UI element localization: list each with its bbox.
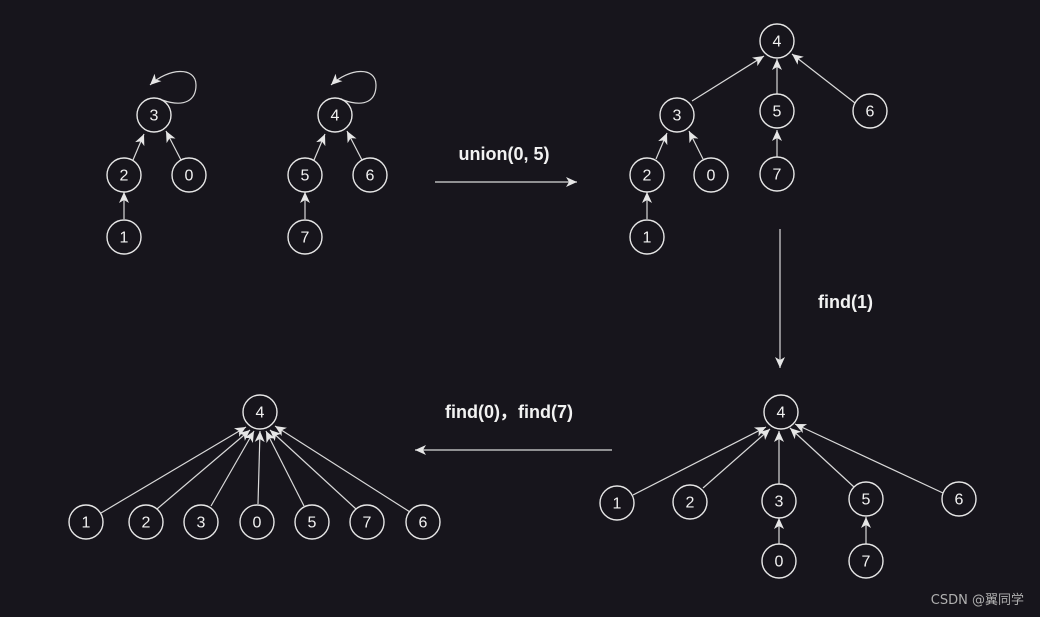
node-4-label: 4 <box>331 108 340 125</box>
edge-0-to-3 <box>688 130 704 160</box>
edge-0-to-3 <box>165 130 182 161</box>
node-7: 7 <box>349 504 385 540</box>
edge-2-to-3 <box>655 132 668 160</box>
node-1-label: 1 <box>82 515 91 532</box>
node-1: 1 <box>629 219 665 255</box>
node-7: 7 <box>848 543 884 579</box>
node-4: 4 <box>317 97 353 133</box>
node-4-label: 4 <box>256 405 265 422</box>
edge-3-to-4 <box>691 55 765 102</box>
node-1-label: 1 <box>120 230 129 247</box>
node-3-label: 3 <box>775 494 784 511</box>
node-0: 0 <box>693 157 729 193</box>
node-4: 4 <box>763 394 799 430</box>
node-1-label: 1 <box>643 230 652 247</box>
find07-label: find(0)，find(7) <box>445 402 573 422</box>
node-1: 1 <box>106 219 142 255</box>
node-4: 4 <box>759 23 795 59</box>
self-loop-edge-3 <box>149 70 197 104</box>
node-1-label: 1 <box>613 496 622 513</box>
node-0-label: 0 <box>185 168 194 185</box>
node-2: 2 <box>672 484 708 520</box>
edge-2-to-3 <box>132 133 145 161</box>
stage3-tree: 4 1 2 3 5 6 0 7 <box>599 394 977 579</box>
node-4-label: 4 <box>773 34 782 51</box>
edge-0-to-4 <box>254 430 265 505</box>
edge-6-to-4 <box>791 53 856 104</box>
edge-2-to-4 <box>156 429 251 510</box>
node-7-label: 7 <box>773 167 782 184</box>
watermark-text: CSDN @翼同学 <box>931 592 1024 608</box>
node-0: 0 <box>761 543 797 579</box>
node-5: 5 <box>294 504 330 540</box>
find07-step: find(0)，find(7) <box>415 402 612 455</box>
node-5: 5 <box>848 481 884 517</box>
node-0-label: 0 <box>707 168 716 185</box>
edge-3-to-4 <box>210 430 255 507</box>
edge-6-to-4 <box>794 423 944 494</box>
stage1-tree-a: 3 2 0 1 <box>106 70 207 255</box>
stage1-tree-b: 4 5 6 7 <box>287 70 388 255</box>
node-7: 7 <box>759 156 795 192</box>
node-7-label: 7 <box>301 230 310 247</box>
edge-6-to-4 <box>346 130 363 161</box>
node-5: 5 <box>287 157 323 193</box>
find1-label: find(1) <box>818 292 873 312</box>
union-label: union(0, 5) <box>459 144 550 164</box>
node-1: 1 <box>68 504 104 540</box>
node-5: 5 <box>759 93 795 129</box>
stage2-tree: 4 3 5 6 2 0 7 1 <box>629 23 888 255</box>
node-3-label: 3 <box>673 108 682 125</box>
node-4-label: 4 <box>777 405 786 422</box>
node-6: 6 <box>852 93 888 129</box>
node-0: 0 <box>171 157 207 193</box>
edge-1-to-4 <box>100 426 247 514</box>
stage4-tree: 4 1 2 3 0 5 7 6 <box>68 394 441 540</box>
edge-2-to-4 <box>702 428 771 489</box>
node-0: 0 <box>239 504 275 540</box>
node-5-label: 5 <box>308 515 317 532</box>
node-2: 2 <box>128 504 164 540</box>
node-6-label: 6 <box>866 104 875 121</box>
node-7-label: 7 <box>862 554 871 571</box>
node-6: 6 <box>352 157 388 193</box>
edge-5-to-4 <box>313 133 326 161</box>
node-7-label: 7 <box>363 515 372 532</box>
edge-5-to-4 <box>789 427 855 488</box>
node-1: 1 <box>599 485 635 521</box>
union-step: union(0, 5) <box>435 144 577 187</box>
node-6: 6 <box>405 504 441 540</box>
node-6-label: 6 <box>419 515 428 532</box>
node-6: 6 <box>941 481 977 517</box>
node-0-label: 0 <box>775 554 784 571</box>
node-0-label: 0 <box>253 515 262 532</box>
edge-7-to-4 <box>269 429 357 510</box>
node-2-label: 2 <box>643 168 652 185</box>
find1-step: find(1) <box>775 229 873 368</box>
node-3: 3 <box>183 504 219 540</box>
node-5-label: 5 <box>862 492 871 509</box>
node-3-label: 3 <box>150 108 159 125</box>
node-5-label: 5 <box>301 168 310 185</box>
node-5-label: 5 <box>773 104 782 121</box>
node-2-label: 2 <box>686 495 695 512</box>
node-4: 4 <box>242 394 278 430</box>
node-2: 2 <box>629 157 665 193</box>
edge-5-to-4 <box>265 430 305 507</box>
self-loop-edge-4 <box>330 70 377 104</box>
edge-6-to-4 <box>274 425 411 513</box>
node-3: 3 <box>761 483 797 519</box>
node-3: 3 <box>659 97 695 133</box>
node-2-label: 2 <box>120 168 129 185</box>
edge-1-to-4 <box>632 426 767 496</box>
node-2-label: 2 <box>142 515 151 532</box>
node-3-label: 3 <box>197 515 206 532</box>
node-6-label: 6 <box>366 168 375 185</box>
node-6-label: 6 <box>955 492 964 509</box>
node-2: 2 <box>106 157 142 193</box>
node-3: 3 <box>136 97 172 133</box>
node-7: 7 <box>287 219 323 255</box>
